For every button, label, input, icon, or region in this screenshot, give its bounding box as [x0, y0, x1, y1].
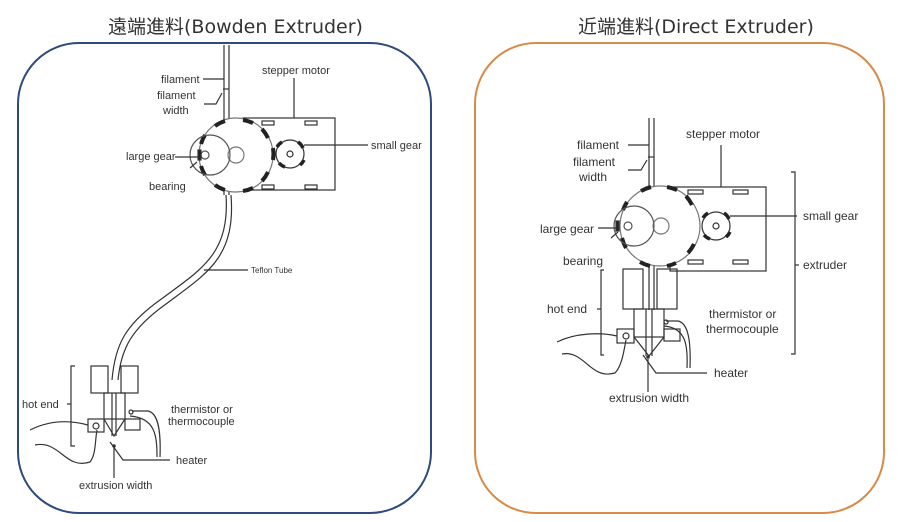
bowden-extruder-frame: [17, 42, 432, 514]
direct-extruder-frame: [474, 42, 885, 514]
large-gear-hub: [227, 146, 245, 164]
small-gear: [701, 211, 731, 241]
teflon-tube: [111, 194, 233, 381]
small-gear: [275, 139, 305, 169]
bearing: [613, 205, 655, 247]
filament-width-leader: [204, 92, 223, 105]
bearing: [189, 134, 231, 176]
large-gear: [619, 185, 701, 267]
direct-extruder-title: 近端進料(Direct Extruder): [578, 16, 814, 38]
bowden-extruder-title: 遠端進料(Bowden Extruder): [108, 16, 363, 38]
hot-end: [87, 365, 141, 438]
